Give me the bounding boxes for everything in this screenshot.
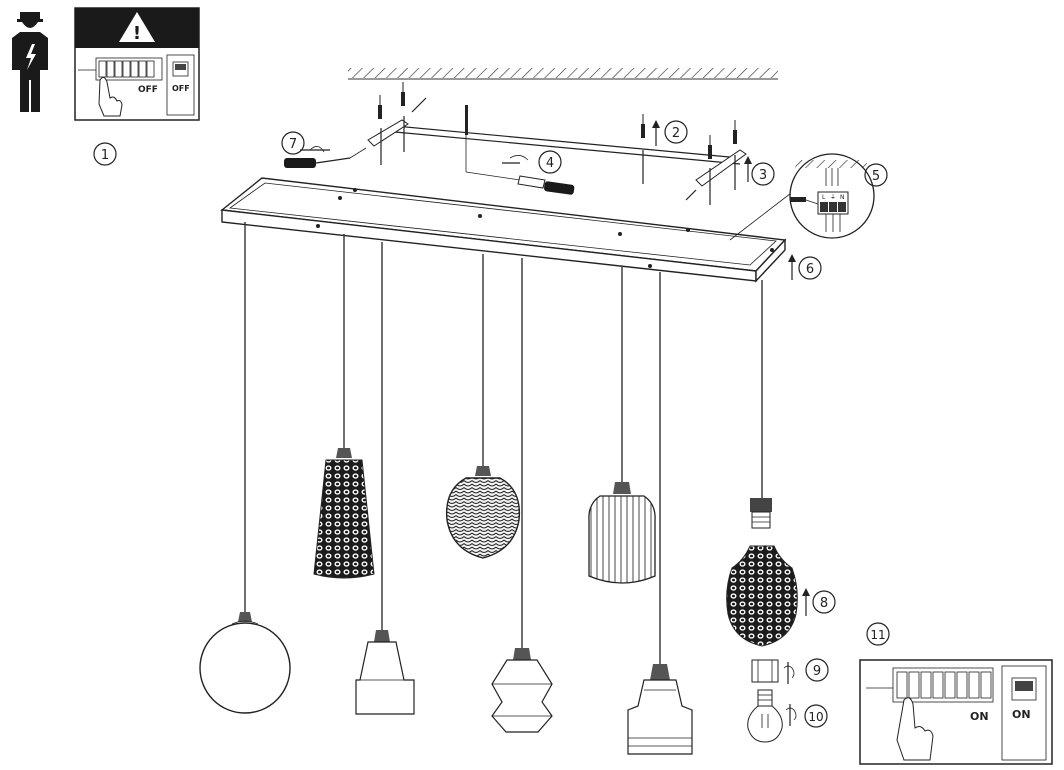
warning-icon: ! bbox=[133, 23, 141, 44]
globe-shade bbox=[199, 612, 291, 714]
tiered-shade bbox=[355, 630, 415, 715]
step-10-marker: 10 bbox=[804, 704, 828, 728]
terminal-detail: L ⏚ N bbox=[729, 153, 875, 241]
svg-text:5: 5 bbox=[872, 169, 880, 184]
step-6-marker: 6 bbox=[788, 254, 822, 280]
svg-text:1: 1 bbox=[101, 148, 109, 163]
socket-ring-icon bbox=[751, 659, 795, 684]
terminal-n: N bbox=[840, 194, 845, 201]
electrician-icon bbox=[12, 12, 48, 112]
terminal-ground: ⏚ bbox=[830, 194, 836, 201]
svg-text:9: 9 bbox=[813, 664, 821, 679]
canopy-plate bbox=[220, 177, 787, 283]
svg-text:6: 6 bbox=[806, 262, 814, 277]
mounting-rail bbox=[367, 119, 747, 187]
screwdriver-icon-2 bbox=[284, 146, 367, 168]
step-9-marker: 9 bbox=[805, 658, 829, 682]
svg-text:10: 10 bbox=[808, 710, 823, 724]
woven-bulb-shade bbox=[445, 466, 521, 559]
step-7-marker: 7 bbox=[281, 131, 305, 155]
step-5-marker: 5 bbox=[864, 163, 888, 187]
step-4-marker: 4 bbox=[538, 150, 562, 174]
on-box-label: ON bbox=[1012, 708, 1031, 721]
lamp-socket bbox=[750, 498, 772, 529]
breaker-panel-off: ! OFF OFF bbox=[74, 7, 200, 121]
breaker-panel-on: ON ON bbox=[859, 659, 1053, 765]
step-1-marker: 1 bbox=[93, 142, 117, 166]
honeycomb-vase-shade bbox=[726, 545, 798, 647]
screws bbox=[380, 97, 736, 205]
jar-shade bbox=[627, 664, 693, 755]
svg-text:8: 8 bbox=[820, 596, 828, 611]
svg-text:2: 2 bbox=[672, 126, 680, 141]
svg-text:3: 3 bbox=[759, 168, 767, 183]
pendant-cords bbox=[244, 222, 763, 664]
honeycomb-tall-shade bbox=[313, 448, 375, 579]
svg-text:11: 11 bbox=[870, 628, 885, 642]
step-2-marker: 2 bbox=[652, 120, 688, 146]
ribbed-shade bbox=[588, 482, 656, 584]
svg-text:7: 7 bbox=[289, 137, 297, 152]
on-switch-label: ON bbox=[970, 710, 989, 723]
step-8-marker: 8 bbox=[802, 588, 836, 616]
ceiling bbox=[348, 68, 778, 80]
off-box-label: OFF bbox=[172, 84, 190, 93]
wall-anchors bbox=[378, 82, 737, 159]
off-switch-label: OFF bbox=[138, 85, 158, 95]
screwdriver-icon bbox=[465, 135, 575, 195]
light-bulb-icon bbox=[747, 689, 797, 743]
terminal-l: L bbox=[822, 194, 826, 201]
svg-text:4: 4 bbox=[546, 156, 554, 171]
step-11-marker: 11 bbox=[866, 622, 890, 646]
step-3-marker: 3 bbox=[744, 156, 775, 186]
faceted-shade bbox=[491, 648, 553, 733]
